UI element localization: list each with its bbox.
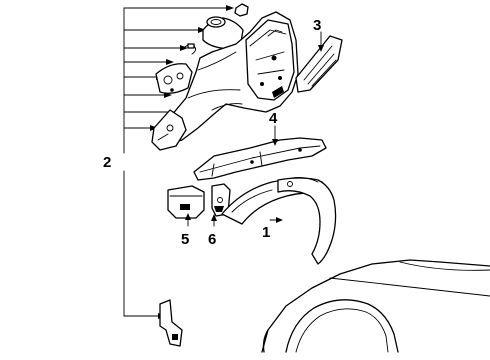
callout-4-label: 4	[269, 110, 278, 127]
fender-apron-assembly	[151, 3, 299, 151]
callout-3-label: 3	[313, 17, 321, 34]
part-6-clip	[211, 183, 231, 227]
part-5-bracket	[167, 185, 205, 227]
callout-5-label: 5	[181, 231, 189, 248]
callout-6-label: 6	[208, 231, 216, 248]
part-1-wheelhouse	[221, 177, 337, 265]
part-2-lower-bracket	[159, 299, 183, 347]
callout-2-label: 2	[103, 154, 111, 171]
callout-1-label: 1	[262, 224, 270, 241]
part-3-reinforcement	[295, 31, 343, 93]
part-4-frame-rail	[193, 125, 327, 181]
front-fender	[261, 259, 490, 353]
